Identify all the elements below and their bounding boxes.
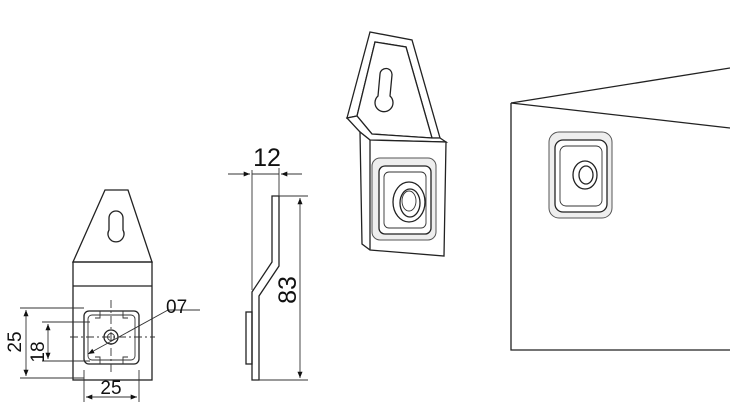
keyhole-slot xyxy=(107,210,125,243)
cabinet-top-edge xyxy=(510,67,730,104)
cabinet-bracket-hole xyxy=(572,160,598,190)
bracket-perspective xyxy=(345,31,449,257)
cabinet-perspective xyxy=(510,67,730,351)
dim-height-inner-label: 18 xyxy=(28,341,49,362)
front-view xyxy=(70,189,155,381)
dim-thickness-label: 12 xyxy=(253,144,281,172)
front-tab-outline xyxy=(71,189,153,263)
square-recess xyxy=(83,310,140,365)
front-plate xyxy=(72,261,153,381)
dim-hole: 07 xyxy=(87,297,200,355)
side-recess xyxy=(245,311,253,365)
dim-height-inner: 18 xyxy=(28,321,90,363)
cabinet-side xyxy=(510,103,730,351)
dim-thickness: 12 xyxy=(228,144,302,290)
dim-length-label: 83 xyxy=(274,276,302,304)
bracket-hole xyxy=(392,181,426,223)
dim-hole-label: 07 xyxy=(166,297,187,318)
bracket-keyhole xyxy=(374,67,394,113)
dim-length: 83 xyxy=(259,195,308,381)
dim-width-label: 25 xyxy=(100,378,121,399)
dim-width: 25 xyxy=(83,370,140,402)
dim-height-outer: 25 xyxy=(5,307,84,379)
dim-height-outer-label: 25 xyxy=(5,331,26,352)
